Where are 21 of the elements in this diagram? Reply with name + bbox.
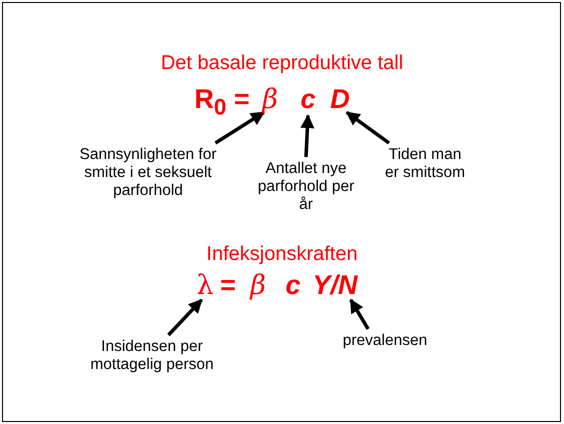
arrow xyxy=(300,114,314,158)
heading: Infeksjonskraften xyxy=(206,243,358,266)
formula-symbol: D xyxy=(330,84,350,116)
description-text: prevalensen xyxy=(342,332,428,350)
arrow xyxy=(346,110,390,144)
description-text: Tiden man er smittsom xyxy=(380,146,470,182)
formula-symbol: β xyxy=(250,270,266,302)
formula-symbol: c xyxy=(300,84,316,116)
description-text: Insidensen per mottagelig person xyxy=(70,338,234,374)
formula-text: = xyxy=(220,270,236,302)
arrow xyxy=(349,298,370,330)
description-text: Sannsynligheten for smitte i et seksuelt parforhold xyxy=(73,146,223,200)
formula-symbol: β xyxy=(262,84,278,116)
formula-symbol: λ xyxy=(196,270,214,302)
formula-symbol: c xyxy=(285,270,301,302)
formula-symbol: Y/N xyxy=(312,270,358,302)
formula-text: R$_{0}$ = xyxy=(194,84,250,120)
arrow xyxy=(214,110,265,144)
arrow xyxy=(167,298,203,336)
heading: Det basale reproduktive tall xyxy=(160,52,404,75)
description-text: Antallet nye parforhold per år xyxy=(255,160,357,214)
